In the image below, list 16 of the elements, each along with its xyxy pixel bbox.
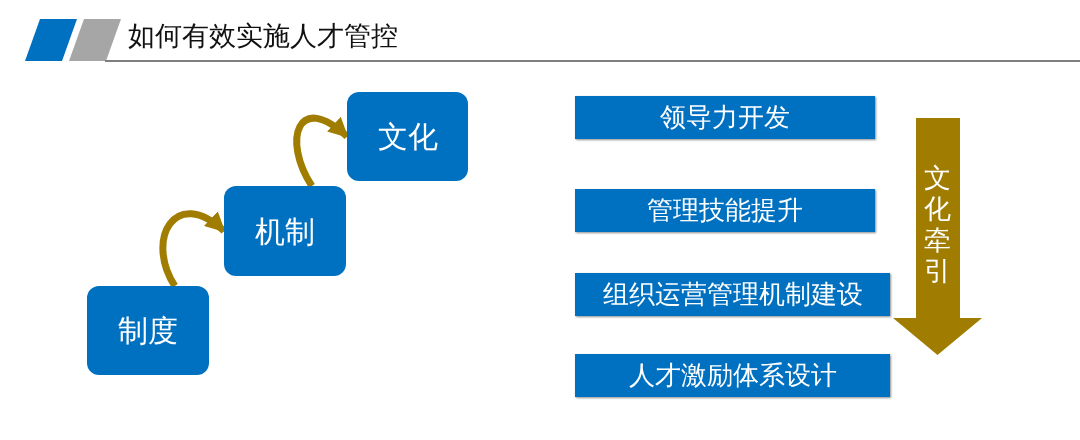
bar-label: 管理技能提升 xyxy=(647,196,803,225)
rounded-box xyxy=(87,286,209,375)
bar-label: 人才激励体系设计 xyxy=(628,361,837,390)
bar-label: 领导力开发 xyxy=(660,103,790,132)
rounded-box xyxy=(224,186,346,276)
banner-bar xyxy=(575,273,890,316)
arrow-label: 文化牵引 xyxy=(923,162,952,286)
banner-bar xyxy=(575,189,875,232)
rounded-box xyxy=(347,92,468,181)
slide-title: 如何有效实施人才管控 xyxy=(128,21,398,51)
banner-bar xyxy=(575,96,875,139)
banner-bar xyxy=(575,354,890,397)
box-label: 文化 xyxy=(377,120,438,153)
box-label: 制度 xyxy=(118,314,178,347)
box-label: 机制 xyxy=(255,214,315,248)
bar-label: 组织运营管理机制建设 xyxy=(602,280,863,309)
